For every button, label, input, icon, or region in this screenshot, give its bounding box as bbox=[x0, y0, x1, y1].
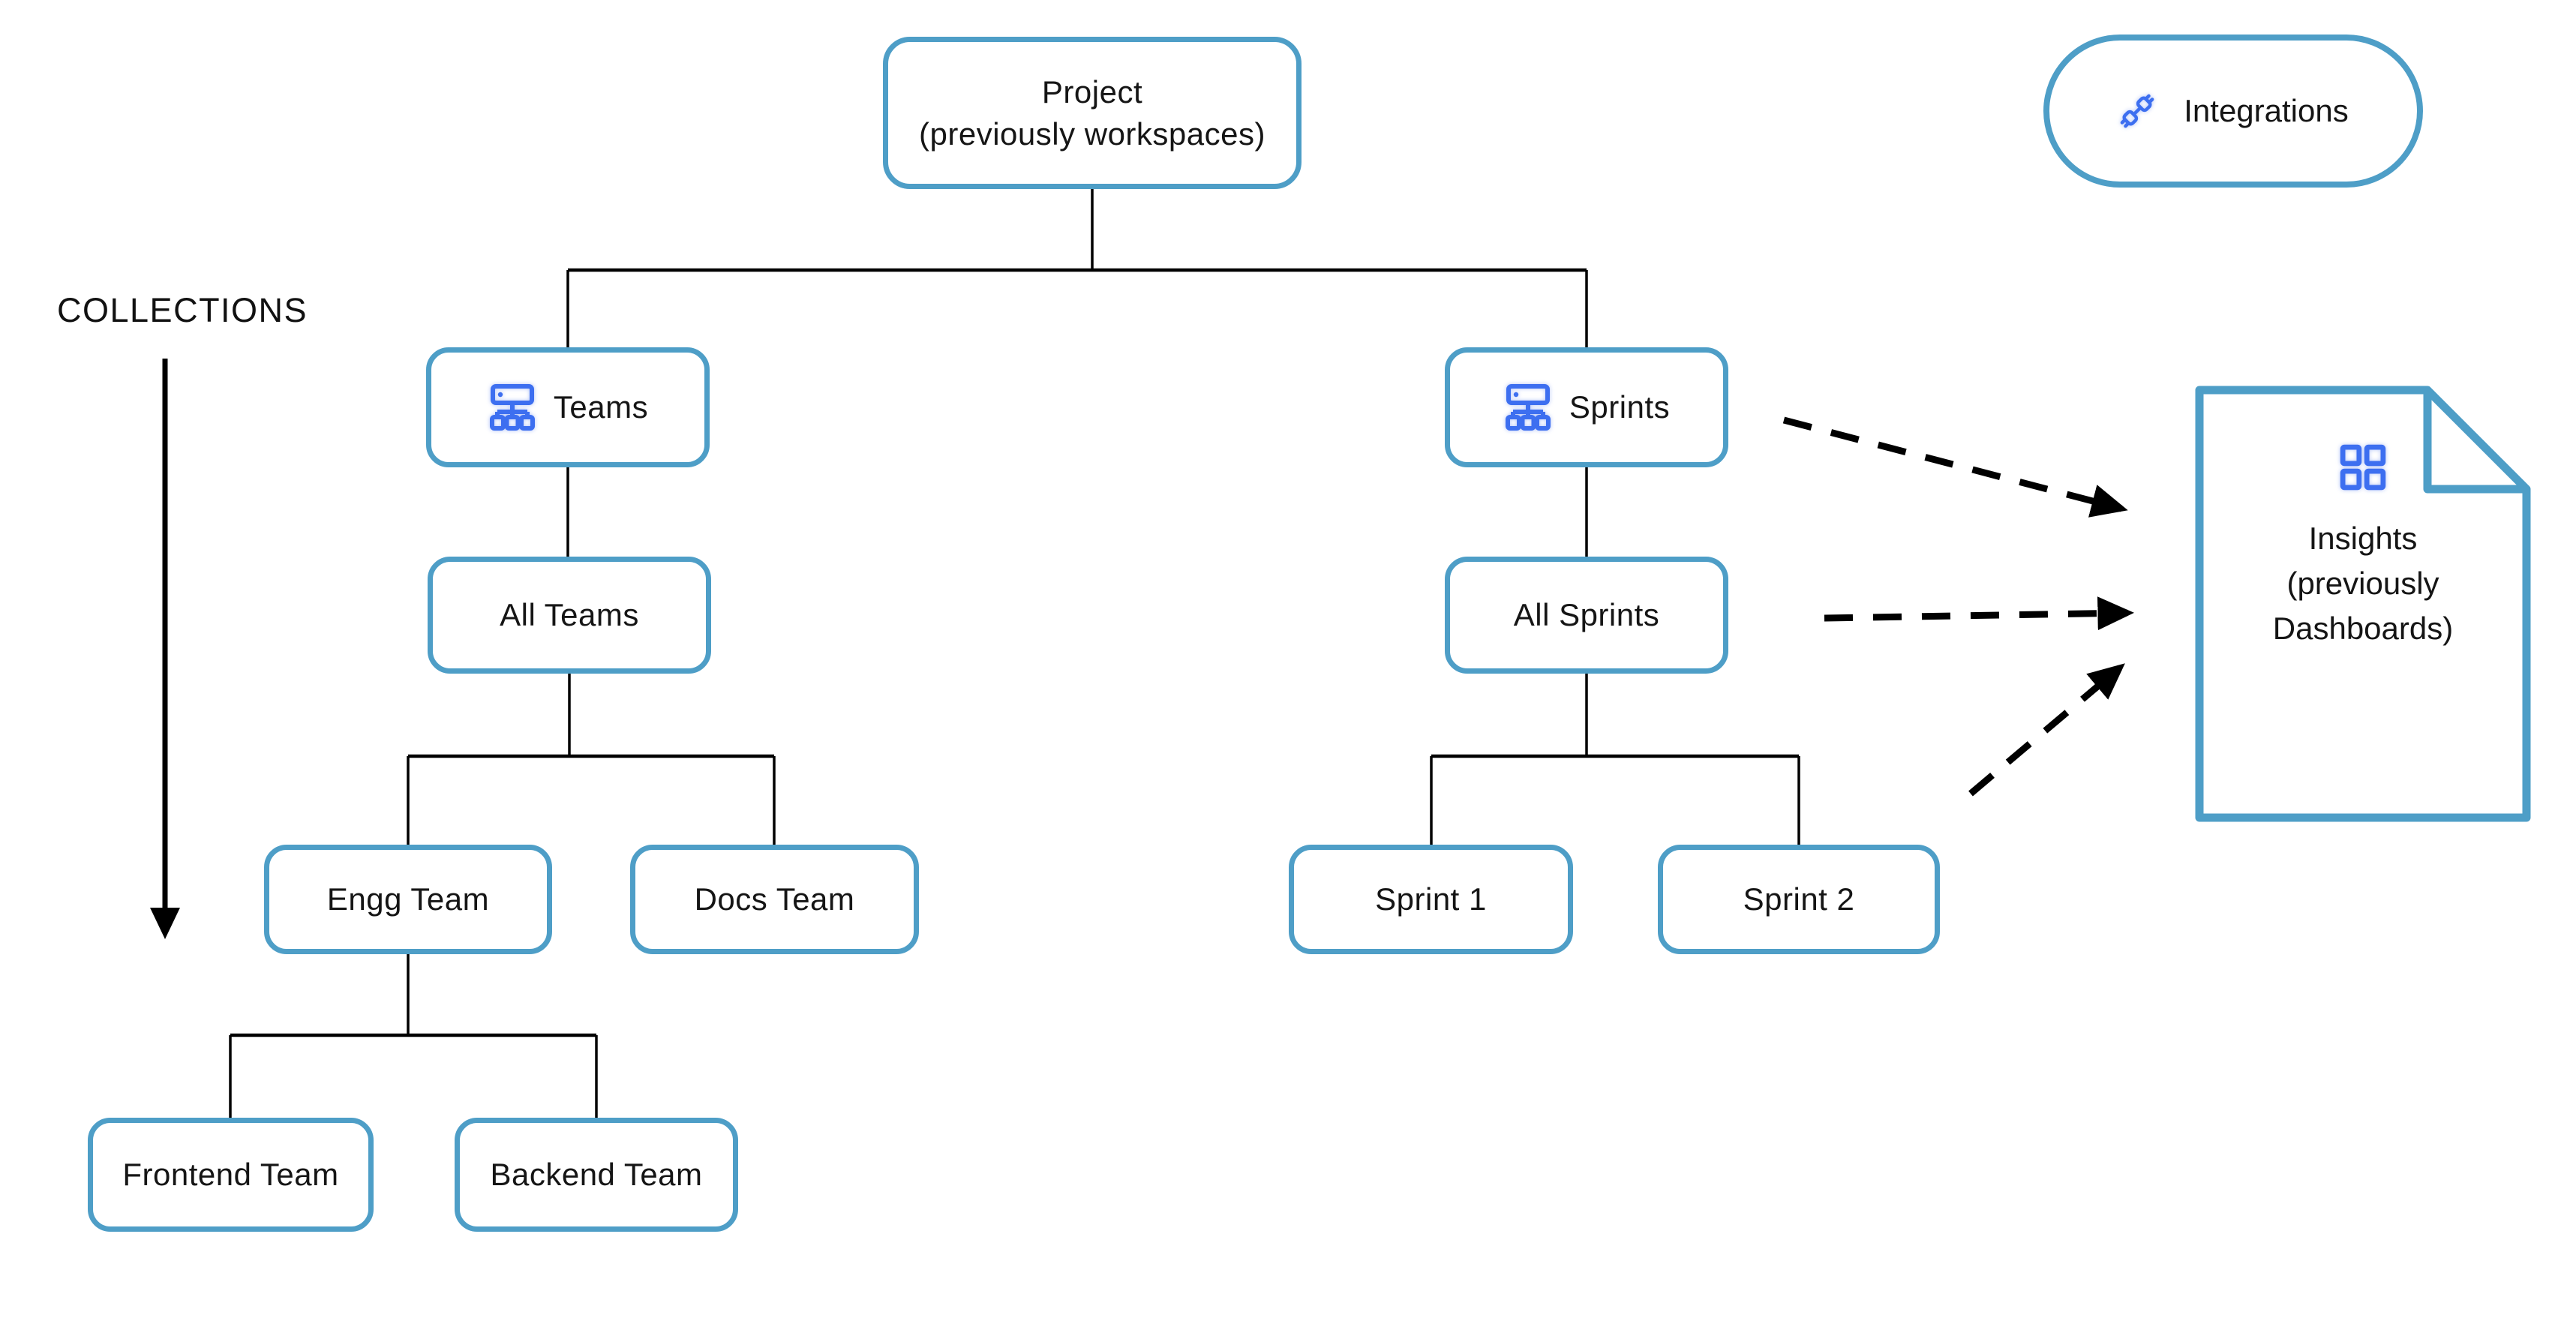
sprint-2-label: Sprint 2 bbox=[1743, 881, 1855, 917]
integrations-label: Integrations bbox=[2184, 93, 2349, 128]
node-all-sprints: All Sprints bbox=[1445, 557, 1728, 674]
tree-connectors bbox=[229, 189, 1800, 1118]
node-all-teams: All Teams bbox=[428, 557, 711, 674]
insights-title: Insights bbox=[2308, 521, 2418, 556]
collections-arrow bbox=[150, 359, 180, 939]
insights-document: Insights (previously Dashboards) bbox=[2199, 390, 2526, 818]
sitemap-icon bbox=[489, 384, 535, 431]
node-docs-team: Docs Team bbox=[630, 845, 919, 954]
project-title: Project bbox=[1041, 74, 1143, 110]
node-engg-team: Engg Team bbox=[264, 845, 552, 954]
insights-subtitle-2: Dashboards) bbox=[2272, 611, 2454, 646]
insights-subtitle-1: (previously bbox=[2286, 566, 2439, 601]
collections-label: COLLECTIONS bbox=[57, 291, 308, 329]
dashboard-grid-icon bbox=[2340, 444, 2386, 491]
plug-connection-icon bbox=[2120, 94, 2154, 128]
project-subtitle: (previously workspaces) bbox=[919, 116, 1265, 152]
insights-dashed-arrows bbox=[1782, 416, 2134, 797]
frontend-team-label: Frontend Team bbox=[122, 1157, 339, 1192]
insights-document-shape bbox=[2195, 386, 2531, 822]
docs-team-label: Docs Team bbox=[694, 881, 855, 917]
backend-team-label: Backend Team bbox=[490, 1157, 703, 1192]
node-frontend-team: Frontend Team bbox=[88, 1118, 374, 1232]
node-sprints: Sprints bbox=[1445, 347, 1728, 467]
node-sprint-2: Sprint 2 bbox=[1658, 845, 1940, 954]
node-teams: Teams bbox=[426, 347, 710, 467]
node-project: Project (previously workspaces) bbox=[883, 37, 1302, 189]
node-backend-team: Backend Team bbox=[455, 1118, 738, 1232]
engg-team-label: Engg Team bbox=[326, 881, 490, 917]
teams-label: Teams bbox=[553, 389, 649, 425]
all-teams-label: All Teams bbox=[500, 597, 639, 632]
all-sprints-label: All Sprints bbox=[1513, 597, 1660, 632]
sprints-label: Sprints bbox=[1569, 389, 1671, 425]
node-sprint-1: Sprint 1 bbox=[1289, 845, 1573, 954]
sitemap-icon bbox=[1505, 384, 1551, 431]
integrations-pill: Integrations bbox=[2043, 35, 2423, 188]
sprint-1-label: Sprint 1 bbox=[1375, 881, 1487, 917]
